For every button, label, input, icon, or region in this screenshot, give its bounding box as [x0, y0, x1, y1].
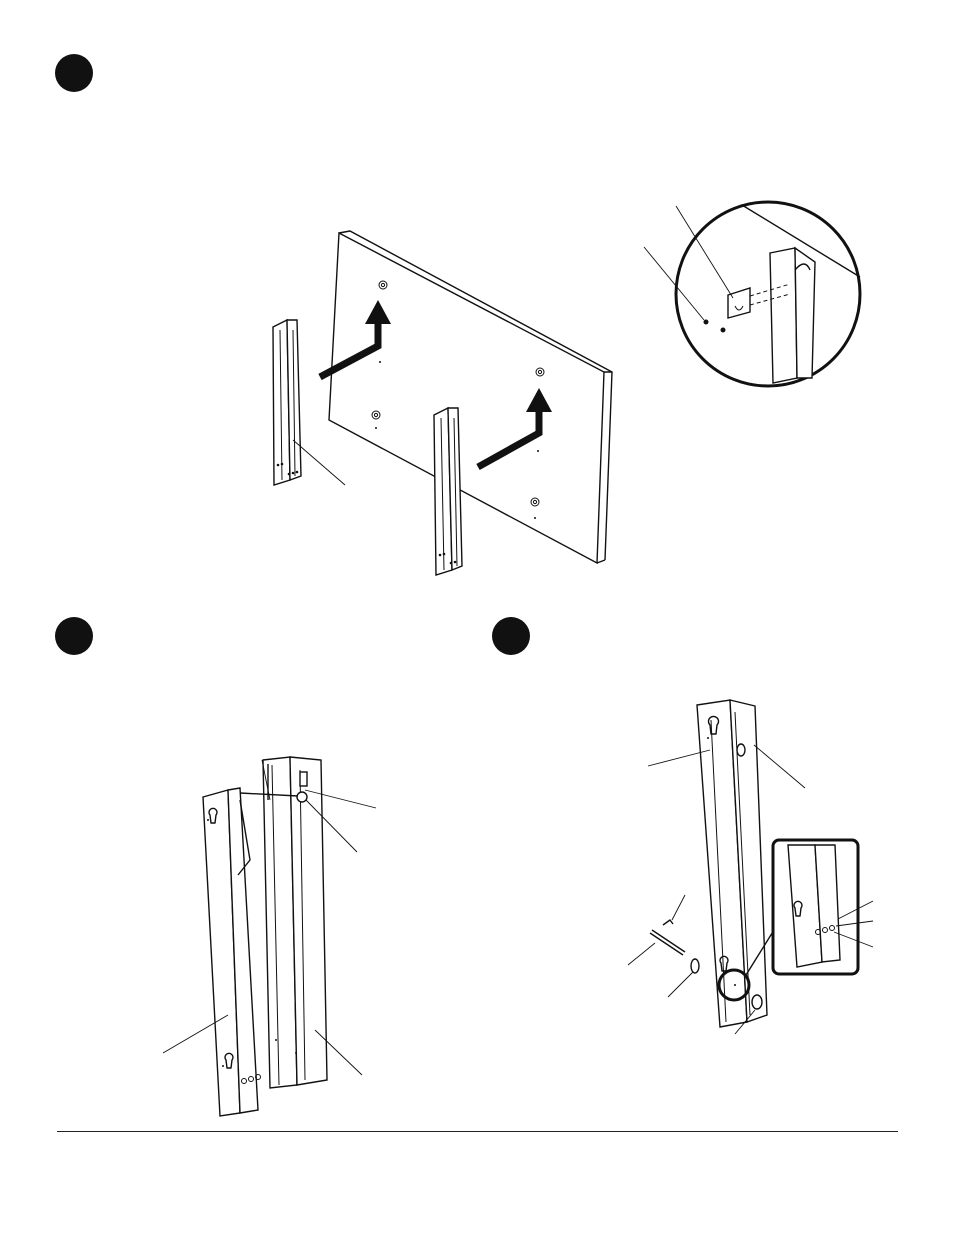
- leader-3e: [668, 972, 693, 997]
- leader-3b: [754, 745, 805, 788]
- rail-assembly-step3: [650, 700, 774, 1027]
- hole-detail-inset: [773, 840, 858, 974]
- leader-3c: [672, 895, 685, 920]
- footer-rule: [57, 1131, 898, 1132]
- rail-assembly-step2: [203, 757, 327, 1116]
- leader-3d: [628, 943, 655, 965]
